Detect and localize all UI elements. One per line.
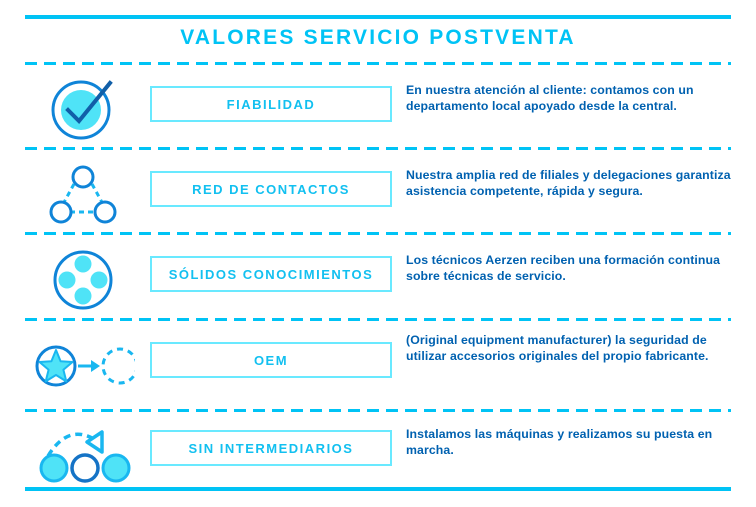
value-label-text: RED DE CONTACTOS bbox=[192, 181, 350, 197]
value-row-oem: OEM (Original equipment manufacturer) la… bbox=[0, 330, 756, 402]
value-row-red-de-contactos: RED DE CONTACTOS Nuestra amplia red de f… bbox=[0, 159, 756, 231]
dashed-divider-5 bbox=[25, 409, 731, 412]
dashed-divider-2 bbox=[25, 147, 731, 150]
value-label-box-oem[interactable]: OEM bbox=[150, 342, 392, 378]
dashed-divider-1 bbox=[25, 62, 731, 65]
dashed-divider-4 bbox=[25, 318, 731, 321]
value-label-text: SIN INTERMEDIARIOS bbox=[188, 440, 354, 456]
skip-middle-circles-icon bbox=[25, 418, 145, 490]
star-arrow-circle-icon bbox=[25, 330, 145, 402]
value-row-fiabilidad: FIABILIDAD En nuestra atención al client… bbox=[0, 74, 756, 146]
value-row-solidos-conocimientos: SÓLIDOS CONOCIMIENTOS Los técnicos Aerze… bbox=[0, 244, 756, 316]
value-description-oem: (Original equipment manufacturer) la seg… bbox=[406, 333, 709, 363]
value-description-fiabilidad: En nuestra atención al cliente: contamos… bbox=[406, 83, 694, 113]
dashed-divider-3 bbox=[25, 232, 731, 235]
value-description-red-de-contactos: Nuestra amplia red de filiales y delegac… bbox=[406, 168, 731, 198]
value-description-sin-intermediarios: Instalamos las máquinas y realizamos su … bbox=[406, 427, 713, 457]
value-label-box-sin-intermediarios[interactable]: SIN INTERMEDIARIOS bbox=[150, 430, 392, 466]
value-row-sin-intermediarios: SIN INTERMEDIARIOS Instalamos las máquin… bbox=[0, 418, 756, 490]
bottom-divider-rule bbox=[25, 487, 731, 491]
value-label-text: OEM bbox=[253, 352, 289, 368]
value-label-box-red-de-contactos[interactable]: RED DE CONTACTOS bbox=[150, 171, 392, 207]
four-dots-circle-icon bbox=[25, 244, 145, 316]
top-divider-rule bbox=[25, 15, 731, 19]
value-label-box-fiabilidad[interactable]: FIABILIDAD bbox=[150, 86, 392, 122]
page-title: VALORES SERVICIO POSTVENTA bbox=[180, 26, 576, 49]
value-label-text: SÓLIDOS CONOCIMIENTOS bbox=[168, 266, 374, 282]
value-description-solidos-conocimientos: Los técnicos Aerzen reciben una formació… bbox=[406, 253, 721, 283]
value-label-text: FIABILIDAD bbox=[226, 96, 316, 112]
network-nodes-icon bbox=[25, 159, 145, 231]
check-circle-icon bbox=[25, 74, 145, 146]
value-label-box-solidos-conocimientos[interactable]: SÓLIDOS CONOCIMIENTOS bbox=[150, 256, 392, 292]
